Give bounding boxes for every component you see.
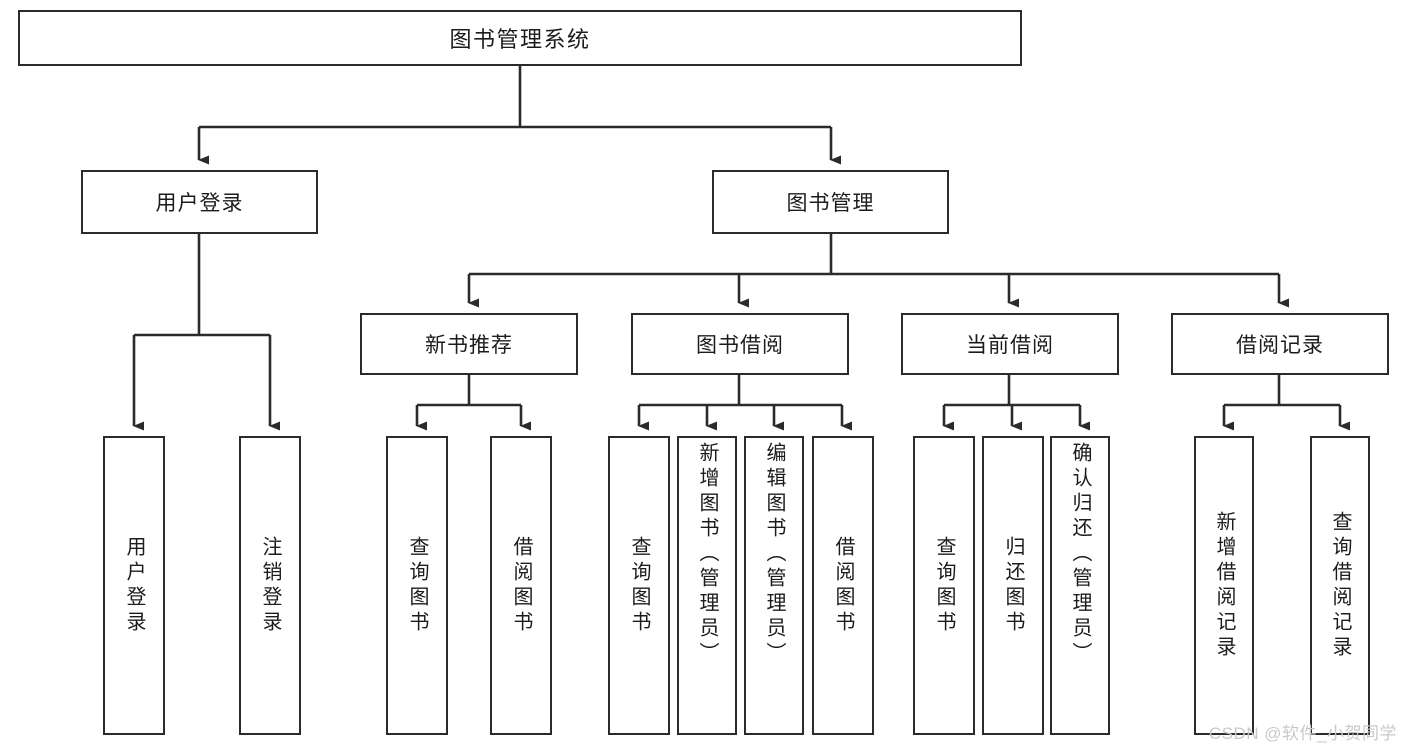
- node-user-login-label: 用户登录: [155, 192, 244, 215]
- leaf-current-borrow-query[interactable]: 查询图书: [913, 436, 975, 735]
- leaf-new-book-borrow-label: 借阅图书: [510, 535, 532, 636]
- leaf-book-borrow-lend[interactable]: 借阅图书: [812, 436, 874, 735]
- leaf-current-borrow-confirm-label: 确认归还（管理员）: [1069, 442, 1091, 667]
- node-new-book-recommend-label: 新书推荐: [425, 334, 513, 357]
- node-user-login[interactable]: 用户登录: [81, 170, 318, 234]
- leaf-user-login-signout-label: 注销登录: [259, 535, 281, 636]
- leaf-new-book-query[interactable]: 查询图书: [386, 436, 448, 735]
- node-book-borrow-label: 图书借阅: [696, 334, 784, 357]
- leaf-current-borrow-confirm[interactable]: 确认归还（管理员）: [1050, 436, 1110, 735]
- leaf-current-borrow-return-label: 归还图书: [1002, 535, 1024, 636]
- leaf-borrow-record-query-label: 查询借阅记录: [1329, 510, 1351, 661]
- node-root-system[interactable]: 图书管理系统: [18, 10, 1022, 66]
- node-root-system-label: 图书管理系统: [449, 27, 591, 52]
- node-current-borrow[interactable]: 当前借阅: [901, 313, 1119, 375]
- node-new-book-recommend[interactable]: 新书推荐: [360, 313, 578, 375]
- leaf-book-borrow-add-label: 新增图书（管理员）: [696, 442, 718, 667]
- node-book-manage[interactable]: 图书管理: [712, 170, 949, 234]
- node-current-borrow-label: 当前借阅: [966, 334, 1054, 357]
- leaf-borrow-record-add-label: 新增借阅记录: [1213, 510, 1235, 661]
- node-borrow-record-label: 借阅记录: [1236, 334, 1324, 357]
- leaf-user-login-signin[interactable]: 用户登录: [103, 436, 165, 735]
- leaf-current-borrow-query-label: 查询图书: [933, 535, 955, 636]
- leaf-book-borrow-add[interactable]: 新增图书（管理员）: [677, 436, 737, 735]
- leaf-new-book-borrow[interactable]: 借阅图书: [490, 436, 552, 735]
- leaf-current-borrow-return[interactable]: 归还图书: [982, 436, 1044, 735]
- leaf-book-borrow-edit[interactable]: 编辑图书（管理员）: [744, 436, 804, 735]
- leaf-borrow-record-query[interactable]: 查询借阅记录: [1310, 436, 1370, 735]
- node-book-borrow[interactable]: 图书借阅: [631, 313, 849, 375]
- leaf-borrow-record-add[interactable]: 新增借阅记录: [1194, 436, 1254, 735]
- node-borrow-record[interactable]: 借阅记录: [1171, 313, 1389, 375]
- leaf-book-borrow-edit-label: 编辑图书（管理员）: [763, 442, 785, 667]
- leaf-user-login-signin-label: 用户登录: [123, 535, 145, 636]
- leaf-new-book-query-label: 查询图书: [406, 535, 428, 636]
- leaf-book-borrow-query-label: 查询图书: [628, 535, 650, 636]
- leaf-book-borrow-lend-label: 借阅图书: [832, 535, 854, 636]
- leaf-book-borrow-query[interactable]: 查询图书: [608, 436, 670, 735]
- csdn-watermark: CSDN @软件_小贺同学: [1208, 724, 1397, 743]
- leaf-user-login-signout[interactable]: 注销登录: [239, 436, 301, 735]
- node-book-manage-label: 图书管理: [786, 192, 875, 215]
